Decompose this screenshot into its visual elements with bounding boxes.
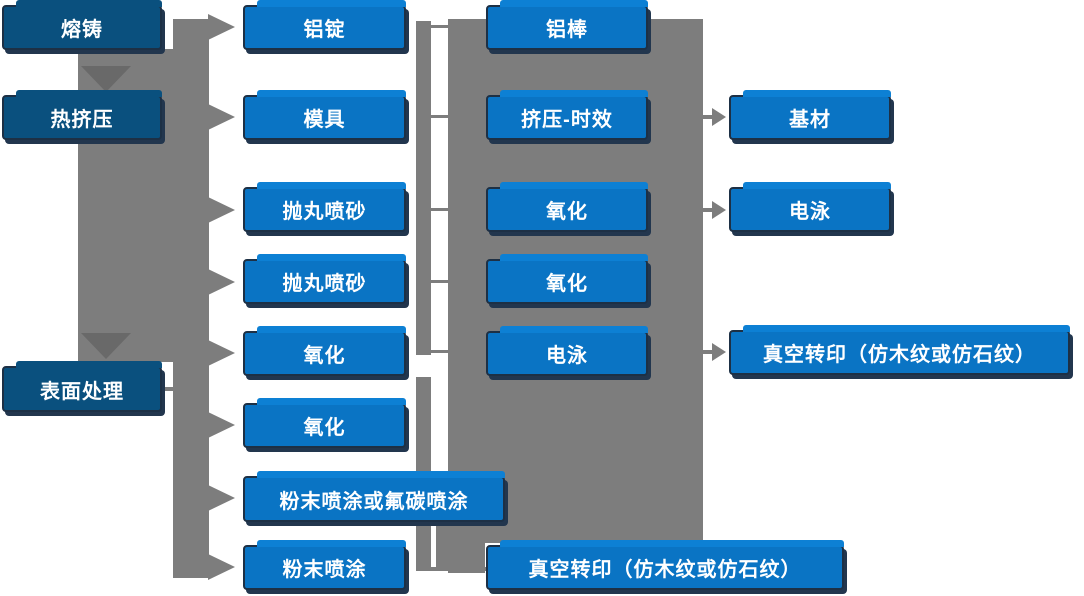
arrow-to-oxidation-2-icon [208,412,235,438]
node-oxidation-4: 氧化 [486,254,648,304]
connector-branch-row5 [431,350,449,353]
node-powder-spraying: 粉末喷涂 [243,540,406,590]
connector-mid-bus-upper [416,21,431,355]
arrow-down-to-surface-treatment-icon [81,333,131,359]
node-electrophoresis-2: 电泳 [729,182,891,232]
node-oxidation-1: 氧化 [243,326,406,376]
arrow-to-vacuum-transfer-icon [712,343,726,361]
arrow-to-shot-blasting-2-icon [208,269,235,295]
node-mold: 模具 [243,90,406,140]
node-shot-blasting-1: 抛丸喷砂 [243,182,406,232]
node-vacuum-transfer-2: 真空转印（仿木纹或仿石纹） [729,325,1070,375]
node-oxidation-3: 氧化 [486,182,648,232]
arrow-shaft-to-electrophoresis [702,208,713,212]
arrow-down-to-hot-extrusion-icon [81,66,131,92]
node-oxidation-2: 氧化 [243,398,406,448]
node-surface-treatment: 表面处理 [2,361,162,412]
node-shot-blasting-2: 抛丸喷砂 [243,254,406,304]
arrow-to-shot-blasting-1-icon [208,197,235,223]
connector-branch-row4 [431,280,449,283]
node-extrusion-aging: 挤压-时效 [486,90,648,140]
node-powder-or-fluorocarbon-spraying: 粉末喷涂或氟碳喷涂 [243,471,505,522]
connector-surface-treatment-link [161,387,175,391]
connector-branch-row2 [431,115,449,118]
node-vacuum-transfer-1: 真空转印（仿木纹或仿石纹） [486,540,844,590]
node-melting: 熔铸 [2,0,162,50]
arrow-shaft-to-base-material [702,115,713,119]
node-base-material: 基材 [729,90,891,140]
node-electrophoresis-1: 电泳 [486,326,648,376]
arrow-shaft-to-vacuum-transfer [702,350,713,354]
node-aluminum-ingot: 铝锭 [243,0,406,50]
connector-branch-row1 [431,25,449,28]
arrow-to-electrophoresis-icon [712,201,726,219]
arrow-to-mold-icon [208,104,235,130]
arrow-to-powder-spraying-icon [208,554,235,580]
connector-backdrop-extension [448,543,485,573]
arrow-to-base-material-icon [712,108,726,126]
arrow-to-powder-or-fluorocarbon-icon [208,485,235,511]
arrow-to-oxidation-1-icon [208,340,235,366]
connector-mid-strip-lower [436,523,451,571]
node-hot-extrusion: 热挤压 [2,90,162,140]
node-aluminum-rod: 铝棒 [486,0,648,50]
connector-distribution-trunk [173,19,209,578]
connector-branch-row3 [431,208,449,211]
arrow-to-aluminum-ingot-icon [208,14,235,40]
